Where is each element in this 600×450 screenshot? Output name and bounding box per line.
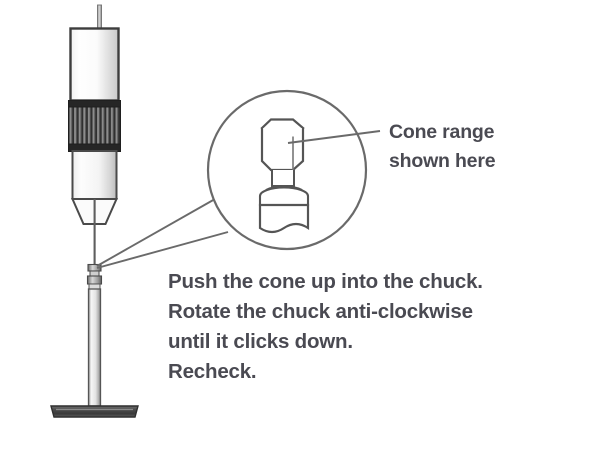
gauge-body-cylinder xyxy=(69,27,120,102)
knurled-collar xyxy=(68,100,121,152)
callout-leader-line xyxy=(287,130,381,144)
gauge-instrument xyxy=(68,4,121,268)
cone-shank xyxy=(271,170,295,187)
gauge-stem xyxy=(97,4,102,31)
chuck-detail xyxy=(258,185,310,234)
stand-post xyxy=(87,288,102,407)
instruction-line-1: Push the cone up into the chuck. xyxy=(168,270,483,293)
stand-base-plate xyxy=(50,405,139,418)
callout-label-line-2: shown here xyxy=(389,150,496,172)
cone-chuck-detail xyxy=(258,118,310,234)
instruction-line-3: until it clicks down. xyxy=(168,330,353,353)
lower-barrel xyxy=(71,150,118,200)
chuck-band-rim xyxy=(258,186,310,197)
chuck-upper-band xyxy=(258,196,310,207)
callout-label-line-1: Cone range xyxy=(389,121,495,143)
magnifier-leader-lines xyxy=(96,198,229,269)
instruction-line-2: Rotate the chuck anti-clockwise xyxy=(168,300,473,323)
instruction-line-4: Recheck. xyxy=(168,360,256,383)
cone-barrel xyxy=(260,128,305,172)
chuck-body xyxy=(258,203,310,234)
stand-assembly xyxy=(50,263,139,418)
